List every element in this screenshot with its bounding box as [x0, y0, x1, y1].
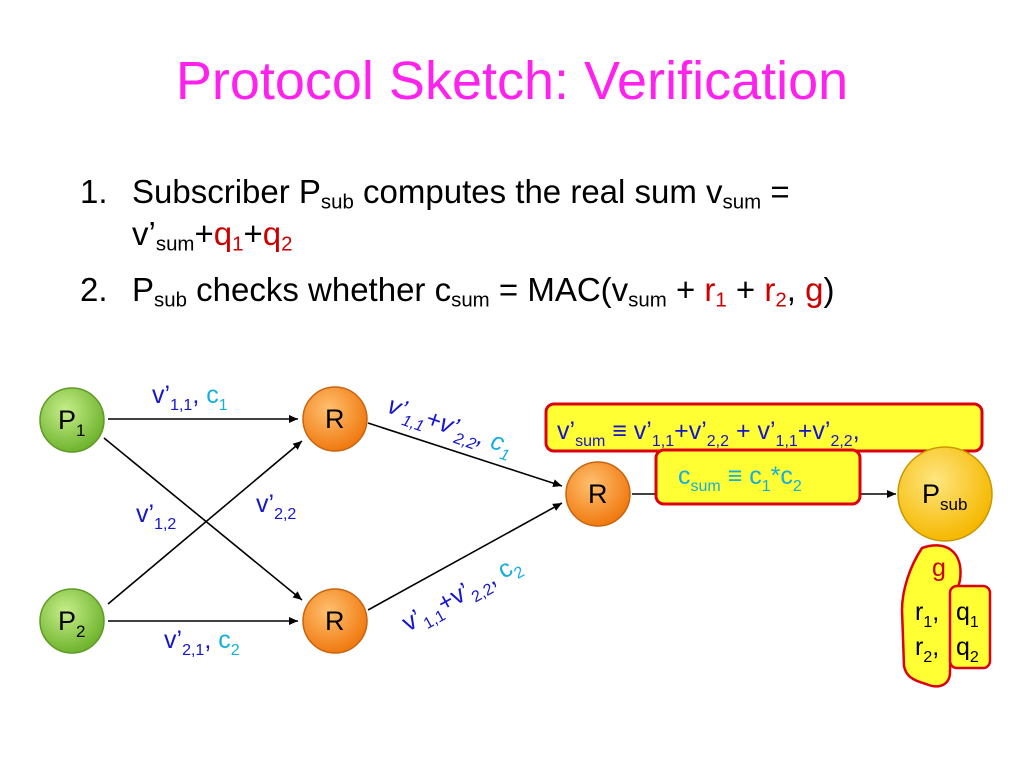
- step-2-text: +: [666, 271, 705, 308]
- step-1-q2: q: [262, 215, 282, 252]
- secret-r2: r2,: [915, 633, 939, 666]
- node-r-mid: R: [565, 461, 631, 527]
- step-1-q1: q: [213, 215, 233, 252]
- step-2-text: ): [823, 271, 835, 308]
- step-2-text: checks whether c: [186, 271, 452, 308]
- step-2-text: = MAC(v: [489, 271, 629, 308]
- slide-title: Protocol Sketch: Verification: [175, 51, 849, 111]
- step-1-q1-sub: 1: [232, 232, 244, 256]
- node-r-top: R: [302, 386, 368, 452]
- label-edge-p1-r-top: v’1,1, c1: [152, 381, 228, 414]
- label-edge-r-top-r-mid: v’1,1+v’2,2, c1: [382, 391, 516, 465]
- step-1-text: v’: [132, 215, 156, 252]
- step-1-text: Subscriber P: [132, 173, 321, 210]
- node-r-bottom: R: [302, 588, 368, 654]
- step-2-g: g: [805, 271, 824, 308]
- csum-box: [654, 448, 862, 506]
- secret-q1: q1: [956, 598, 979, 631]
- step-1-text: +: [243, 215, 263, 252]
- step-2-sub: sum: [628, 288, 667, 312]
- csum-box-text: csum ≡ c1*c2: [678, 462, 802, 495]
- label-edge-p2-r-bottom: v’2,1, c2: [164, 626, 240, 659]
- step-2-sub: sum: [451, 288, 490, 312]
- node-r-bottom-label: R: [325, 606, 345, 636]
- edge-p1-r-bottom: [103, 437, 303, 601]
- secret-r1: r1,: [915, 598, 939, 631]
- secret-values-shape: [900, 544, 962, 688]
- step-1-line-2: v’sum+q1+q2: [132, 214, 293, 254]
- step-2-r1: r: [704, 271, 716, 308]
- step-1-sub: sum: [722, 190, 762, 214]
- edge-r-bottom-r-mid: [367, 502, 563, 611]
- step-1-q2-sub: 2: [281, 232, 293, 256]
- step-1-sub: sub: [320, 190, 354, 214]
- step-2-sub: sub: [154, 288, 187, 312]
- label-edge-r-bottom-r-mid: v’1,1+v’2,2, c2: [397, 549, 527, 641]
- step-2-text: P: [132, 271, 155, 308]
- label-edge-p1-r-bottom: v’1,2: [136, 500, 176, 533]
- node-p1: P1: [39, 387, 105, 453]
- step-1-text: +: [194, 215, 214, 252]
- vsum-box-text: v’sum ≡ v’1,1+v’2,2 + v’1,1+v’2,2,: [557, 417, 860, 450]
- edge-p2-r-top: [107, 440, 303, 605]
- node-psub: Psub: [897, 446, 993, 542]
- step-1-number: 1.: [80, 173, 108, 210]
- step-2-text: ,: [786, 271, 806, 308]
- step-2-r2-sub: 2: [775, 288, 787, 312]
- step-2-text: +: [726, 271, 765, 308]
- label-edge-p2-r-top: v’2,2: [256, 490, 296, 523]
- node-p2: P2: [39, 588, 105, 654]
- step-2-r1-sub: 1: [715, 288, 727, 312]
- secret-g: g: [932, 554, 946, 582]
- node-p1-label: P1: [58, 405, 85, 440]
- edge-r-top-r-mid: [367, 422, 563, 488]
- step-2-r2: r: [764, 271, 776, 308]
- node-r-top-label: R: [325, 404, 345, 434]
- node-r-mid-label: R: [588, 479, 608, 509]
- secret-q2: q2: [956, 633, 979, 666]
- step-1-text: =: [761, 173, 790, 210]
- step-2-line: Psub checks whether csum = MAC(vsum + r1…: [132, 270, 834, 310]
- step-1-sub: sum: [155, 232, 195, 256]
- q-values-box: [948, 584, 992, 670]
- step-1-line-1: Subscriber Psub computes the real sum vs…: [132, 172, 790, 212]
- step-2-number: 2.: [80, 271, 108, 308]
- step-1-text: computes the real sum v: [353, 173, 723, 210]
- node-p2-label: P2: [58, 606, 85, 641]
- node-psub-label: Psub: [922, 479, 967, 514]
